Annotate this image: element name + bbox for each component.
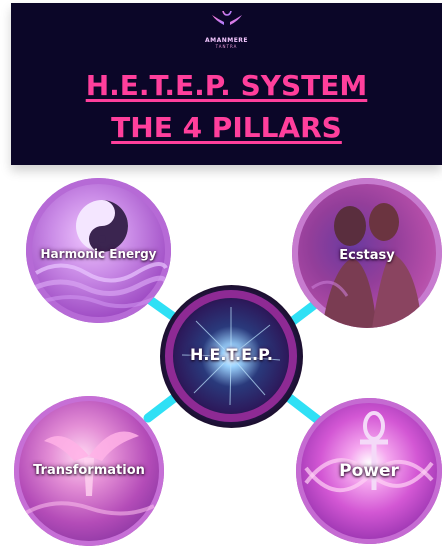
label-harmonic-energy: Harmonic Energy <box>40 247 157 261</box>
label-ecstasy: Ecstasy <box>339 248 395 263</box>
couple-illustration-icon <box>311 203 422 328</box>
title-line-1: H.E.T.E.P. SYSTEM <box>85 69 368 102</box>
yin-yang-icon <box>32 200 169 309</box>
pillar-ecstasy: Ecstasy <box>292 178 442 328</box>
pillar-power: Power <box>296 398 442 544</box>
header-banner: AMANMERE TANTRA H.E.T.E.P. SYSTEM THE 4 … <box>11 3 442 165</box>
pillar-hetep-center: H.E.T.E.P. <box>160 285 303 428</box>
pillar-transformation: Transformation <box>14 396 164 546</box>
title-line-2: THE 4 PILLARS <box>111 111 342 144</box>
phoenix-icon <box>22 431 155 516</box>
ankh-wings-icon <box>211 11 242 36</box>
ankh-infinity-icon <box>304 411 434 493</box>
label-hetep: H.E.T.E.P. <box>190 345 273 364</box>
amanmere-logo: AMANMERE TANTRA <box>182 11 272 49</box>
logo-brand-text: AMANMERE <box>204 37 249 44</box>
logo-sub-text: TANTRA <box>215 44 238 49</box>
label-power: Power <box>339 461 399 481</box>
pillar-harmonic-energy: Harmonic Energy <box>26 178 171 323</box>
label-transformation: Transformation <box>33 463 145 478</box>
cosmic-burst-icon <box>165 290 297 422</box>
